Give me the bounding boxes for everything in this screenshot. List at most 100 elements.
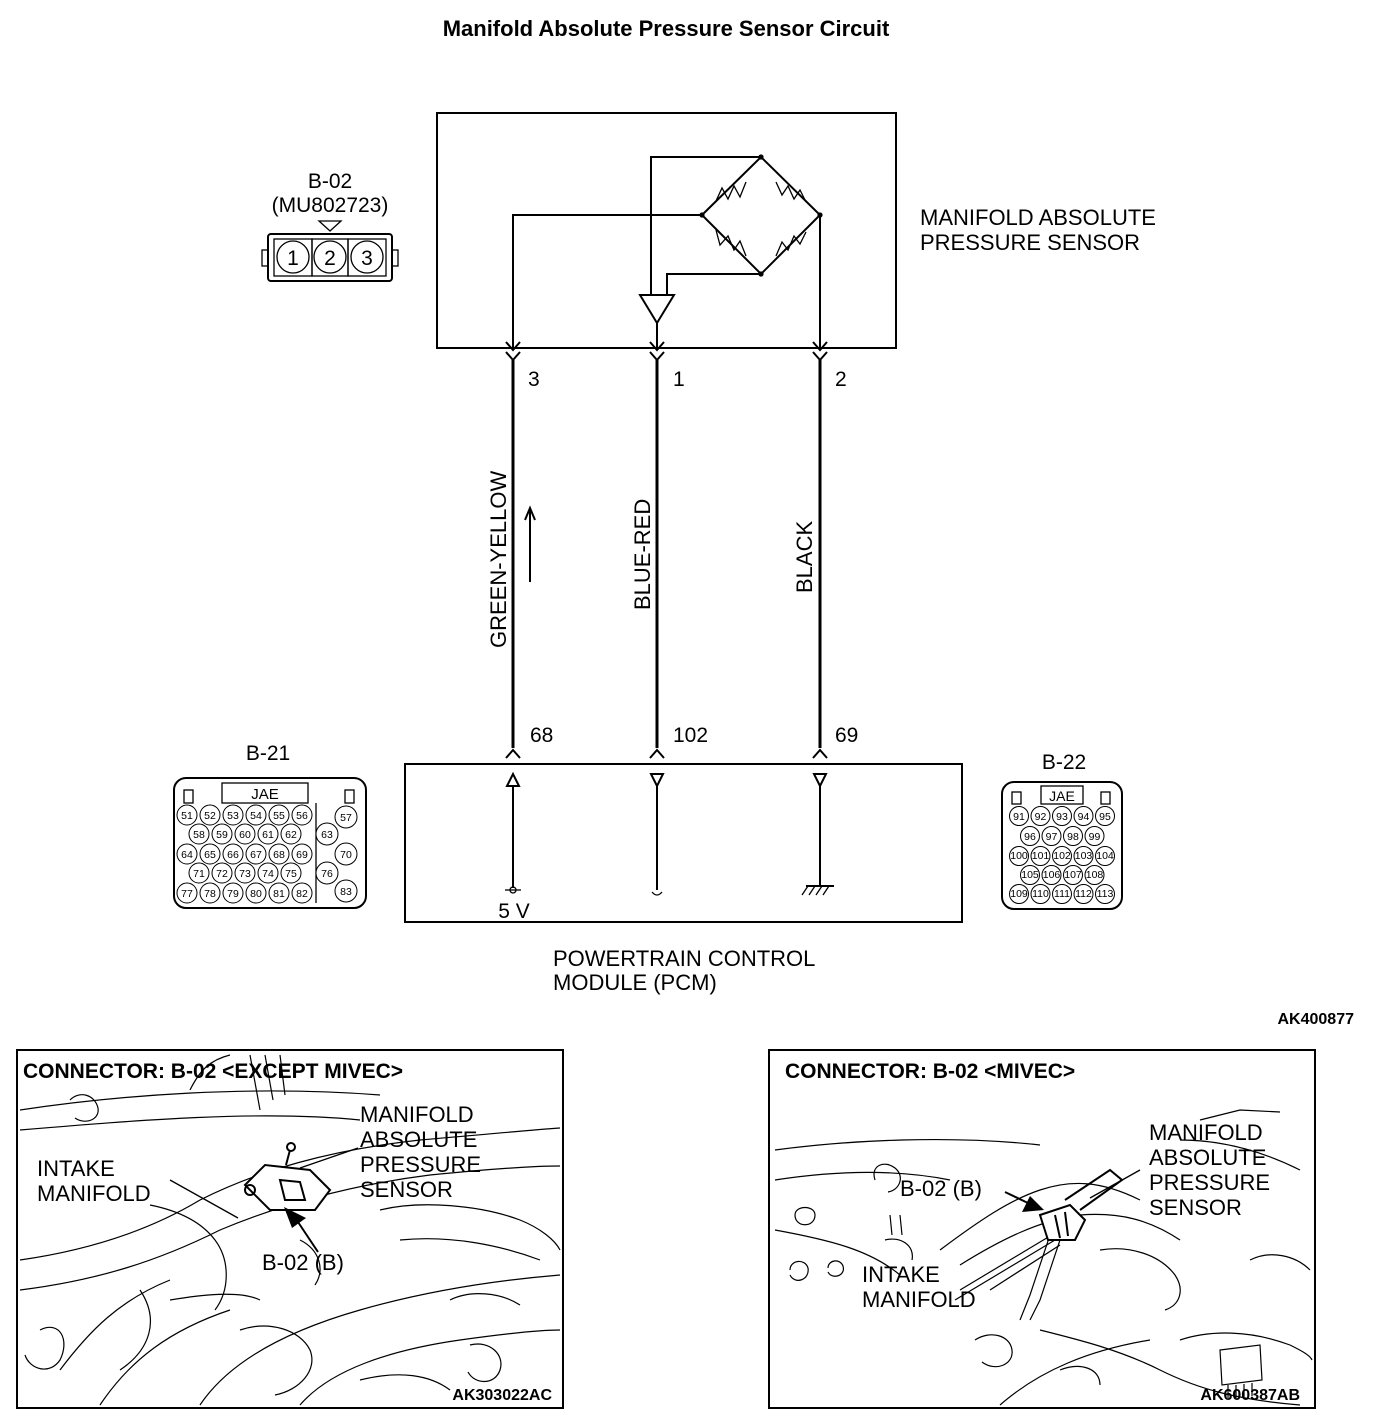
- wire-color-black: BLACK: [792, 521, 817, 593]
- connector-pin-label: 105: [1021, 869, 1039, 881]
- connector-pin-label: 98: [1067, 831, 1079, 843]
- connector-pin-cavity: [1084, 826, 1105, 846]
- connector-pin-label: 70: [340, 849, 352, 861]
- photo-left-code: AK303022AC: [452, 1387, 552, 1404]
- connector-pin-cavity: [1073, 884, 1094, 904]
- wire-color-blue-red: BLUE-RED: [630, 499, 655, 610]
- connector-pin-label: 71: [193, 868, 205, 880]
- connector-pin-label: 68: [273, 849, 285, 861]
- harness-wires: [505, 360, 828, 759]
- connector-pin-cavity: [1063, 826, 1083, 846]
- connector-pin-label: 53: [227, 810, 239, 822]
- connector-pin-cavity: [1073, 846, 1094, 866]
- connector-pin-cavity: [1052, 846, 1072, 866]
- photo-right-intake-line2: MANIFOLD: [862, 1287, 976, 1312]
- connector-pin-cavity: [268, 804, 290, 826]
- connector-pin-cavity: [1073, 806, 1094, 826]
- connector-pin-label: 57: [340, 812, 352, 824]
- b22-id: B-22: [1042, 751, 1086, 774]
- connector-pin-cavity: [188, 823, 210, 845]
- connector-pin-cavity: [245, 882, 267, 904]
- b02-id: B-02: [308, 170, 352, 193]
- connector-pin-label: 64: [181, 849, 193, 861]
- connector-pin-cavity: [334, 805, 358, 829]
- map-sensor-box: [436, 112, 897, 362]
- connector-pin-cavity: [1009, 884, 1029, 904]
- pcm-label-line1: POWERTRAIN CONTROL: [553, 946, 815, 971]
- b02-pin-2: 2: [324, 247, 336, 270]
- connector-pin-cavity: [1009, 846, 1029, 866]
- connector-pin-label: 59: [216, 829, 228, 841]
- connector-pin-label: 56: [296, 810, 308, 822]
- connector-pin-label: 104: [1096, 850, 1114, 862]
- connector-pin-label: 75: [285, 868, 297, 880]
- connector-pin-label: 103: [1075, 850, 1093, 862]
- connector-pin-cavity: [291, 804, 313, 826]
- pcm-supply-voltage: 5 V: [498, 900, 530, 923]
- pcm-pin-68: 68: [530, 724, 553, 747]
- connector-pin-cavity: [1095, 806, 1115, 826]
- connector-pin-label: 78: [204, 888, 216, 900]
- pcm-label-line2: MODULE (PCM): [553, 970, 717, 995]
- connector-pin-label: 97: [1046, 831, 1058, 843]
- photo-right-sensor-line1: MANIFOLD: [1149, 1120, 1263, 1145]
- diagram-code: AK400877: [1278, 1011, 1355, 1028]
- connector-pin-label: 67: [250, 849, 262, 861]
- connector-pin-cavity: [291, 882, 313, 904]
- connector-pin-label: 96: [1024, 831, 1036, 843]
- sensor-label-line2: PRESSURE SENSOR: [920, 230, 1140, 255]
- photo-right-intake-line1: INTAKE: [862, 1262, 940, 1287]
- photo-right-sensor-line2: ABSOLUTE: [1149, 1145, 1266, 1170]
- connector-pin-label: 54: [250, 810, 262, 822]
- connector-pin-cavity: [176, 882, 198, 904]
- connector-pin-label: 65: [204, 849, 216, 861]
- connector-pin-cavity: [234, 823, 256, 845]
- connector-pin-cavity: [1030, 846, 1051, 866]
- connector-pin-label: 111: [1054, 888, 1070, 900]
- photo-right-panel: [768, 1049, 1316, 1409]
- connector-pin-label: 99: [1089, 831, 1101, 843]
- connector-pin-cavity: [245, 843, 267, 865]
- photo-left-heading: CONNECTOR: B-02 <EXCEPT MIVEC>: [23, 1060, 403, 1083]
- connector-pin-label: 83: [340, 886, 352, 898]
- connector-pin-label: 63: [321, 829, 333, 841]
- connector-pin-label: 69: [296, 849, 308, 861]
- connector-pin-label: 62: [285, 829, 297, 841]
- photo-left-sensor-line2: ABSOLUTE: [360, 1127, 477, 1152]
- b22-maker: JAE: [1049, 788, 1075, 804]
- b21-maker: JAE: [251, 786, 279, 803]
- connector-pin-cavity: [176, 843, 198, 865]
- connector-pin-label: 92: [1035, 811, 1047, 823]
- connector-pin-cavity: [1030, 806, 1051, 826]
- connector-pin-label: 107: [1064, 869, 1082, 881]
- connector-pin-cavity: [291, 843, 313, 865]
- connector-pin-label: 51: [181, 810, 193, 822]
- photo-left-connector-label: B-02 (B): [262, 1250, 344, 1275]
- connector-pin-cavity: [1095, 884, 1115, 904]
- connector-pin-cavity: [1095, 846, 1115, 866]
- photo-left-intake-line2: MANIFOLD: [37, 1181, 151, 1206]
- connector-pin-cavity: [1063, 865, 1083, 885]
- connector-pin-cavity: [315, 861, 339, 885]
- connector-pin-cavity: [268, 843, 290, 865]
- connector-pin-label: 55: [273, 810, 285, 822]
- connector-pin-cavity: [188, 862, 210, 884]
- photo-right-code: AK600387AB: [1200, 1387, 1300, 1404]
- connector-pin-label: 95: [1099, 811, 1111, 823]
- connector-pin-label: 113: [1097, 888, 1114, 900]
- connector-pin-label: 100: [1010, 850, 1028, 862]
- connector-pin-label: 82: [296, 888, 308, 900]
- connector-pin-cavity: [1020, 865, 1040, 885]
- connector-pin-label: 80: [250, 888, 262, 900]
- connector-pin-label: 81: [273, 888, 285, 900]
- connector-pin-label: 106: [1043, 869, 1061, 881]
- pcm-box: [404, 763, 963, 923]
- b02-pin-3: 3: [361, 247, 373, 270]
- connector-pin-cavity: [234, 862, 256, 884]
- connector-pin-label: 102: [1053, 850, 1071, 862]
- connector-pin-cavity: [268, 882, 290, 904]
- photo-left-sensor-line4: SENSOR: [360, 1177, 453, 1202]
- connector-pin-cavity: [1052, 884, 1072, 904]
